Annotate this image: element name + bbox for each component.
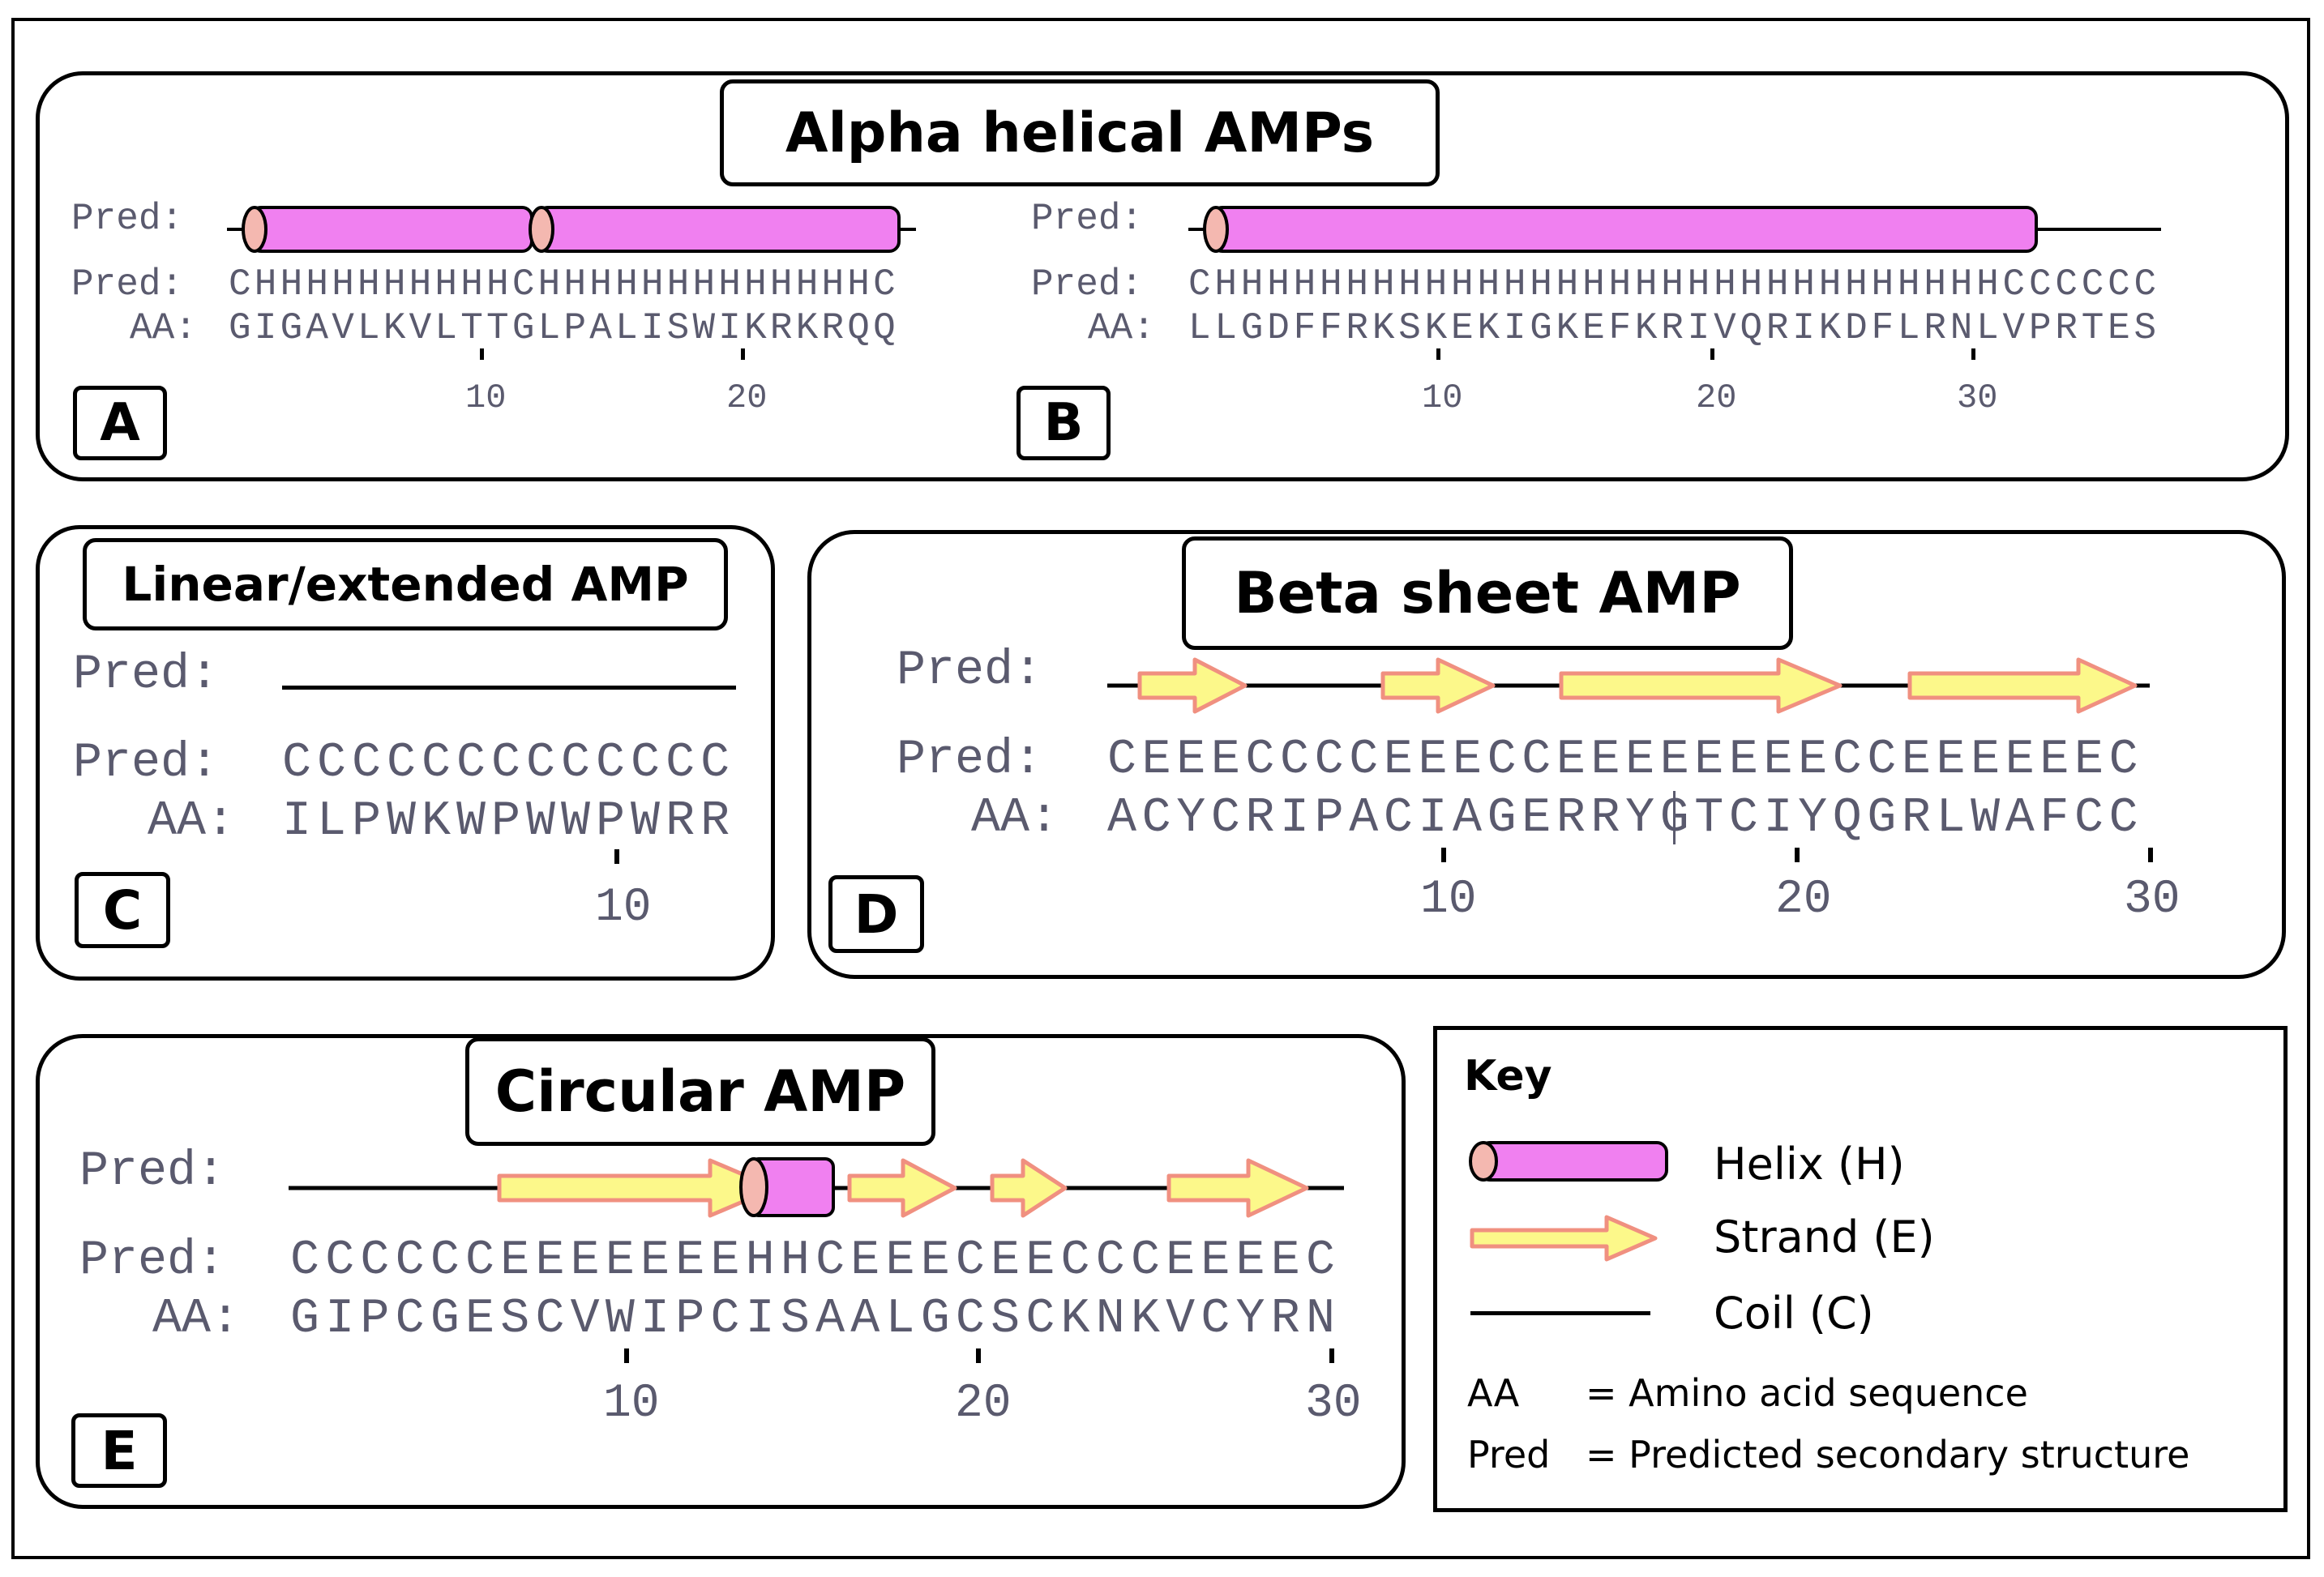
pred-sequence-a: CHHHHHHHHHHCHHHHHHHHHHHHHC: [229, 263, 899, 306]
pred-sequence-b: CHHHHHHHHHHHHHHHHHHHHHHHHHHHHHHCCCCCC: [1188, 263, 2160, 306]
key-title: Key: [1464, 1052, 1552, 1100]
structure-track-b: [1188, 206, 2161, 253]
helix-cap: [242, 206, 267, 253]
helix-cap: [1203, 206, 1229, 253]
key-aa-definition: = Amino acid sequence: [1586, 1371, 2028, 1415]
aa-label-a: AA:: [130, 307, 197, 349]
key-helix-symbol: [1469, 1141, 1668, 1182]
helix-segment: [1211, 206, 2038, 253]
tick-label-b-20: 20: [1696, 378, 1737, 417]
tick-label-d-20: 20: [1775, 874, 1832, 926]
tick-mark: [741, 348, 745, 360]
tick-mark: [1795, 848, 1800, 862]
figure-frame: [11, 18, 2310, 1559]
pred-sequence-c: CCCCCCCCCCCCC: [282, 736, 736, 791]
aa-sequence-e: GIPCGESCVWIPCISAALGCSCKNKVCYRN: [290, 1292, 1342, 1347]
tick-mark: [624, 1348, 629, 1363]
pred-seq-label-b: Pred:: [1031, 263, 1144, 306]
structure-track-e: [289, 1157, 1344, 1218]
key-pred-definition: = Predicted secondary structure: [1586, 1433, 2190, 1477]
panel-letter-c: C: [75, 872, 170, 948]
strand-arrow: [990, 1158, 1068, 1218]
tick-label-b-10: 10: [1422, 378, 1463, 417]
tick-label-a-20: 20: [726, 378, 768, 417]
tick-label-d-10: 10: [1420, 874, 1477, 926]
pred-track-label-c: Pred:: [73, 647, 220, 703]
key-box: [1433, 1026, 2288, 1512]
tick-label-a-10: 10: [465, 378, 507, 417]
helix-cap: [529, 206, 554, 253]
pred-seq-label-d: Pred:: [897, 733, 1043, 788]
strand-arrow: [847, 1158, 957, 1218]
sequence-cursor: [1673, 791, 1676, 844]
aa-sequence-d: ACYCRIPACIAGERRYGTCIYQGRLWAFCC: [1107, 791, 2144, 846]
helix-segment: [250, 206, 533, 253]
pred-sequence-e: CCCCCCEEEEEEEHHCEEECEECCCEEEEC: [290, 1233, 1342, 1289]
pred-seq-label-e: Pred:: [79, 1233, 226, 1289]
strand-arrow: [1166, 1158, 1309, 1218]
aa-sequence-b: LLGDFFRKSKEKIGKEFKRIVQRIKDFLRNLVPRTES: [1188, 307, 2160, 349]
strand-arrow: [1559, 657, 1843, 714]
tick-label-b-30: 30: [1957, 378, 1998, 417]
tick-mark: [1329, 1348, 1334, 1363]
panel-letter-d: D: [828, 875, 924, 953]
panel-title-linear-extended: Linear/extended AMP: [83, 538, 728, 630]
pred-track-label-b: Pred:: [1031, 198, 1144, 240]
strand-arrow: [1380, 657, 1496, 714]
key-pred-abbr: Pred: [1467, 1433, 1551, 1477]
panel-title-alpha-helical: Alpha helical AMPs: [720, 79, 1440, 186]
aa-label-d: AA:: [971, 791, 1059, 846]
structure-track-a: [227, 206, 916, 253]
key-coil-label: Coil (C): [1714, 1288, 1874, 1339]
aa-sequence-c: ILPWKWPWWPWRR: [282, 794, 736, 849]
key-coil-symbol: [1470, 1311, 1650, 1315]
aa-sequence-a: GIGAVLKVLTTGLPALISWIKRKRQQ: [229, 307, 899, 349]
panel-letter-e: E: [71, 1413, 167, 1488]
key-helix-label: Helix (H): [1714, 1139, 1905, 1190]
helix-segment: [537, 206, 901, 253]
pred-track-label-a: Pred:: [71, 198, 184, 240]
strand-arrow: [1907, 657, 2138, 714]
tick-mark: [1971, 348, 1975, 360]
structure-track-d: [1107, 657, 2150, 714]
tick-mark: [2148, 848, 2153, 862]
tick-mark: [1436, 348, 1440, 360]
coil-segment: [282, 686, 736, 690]
tick-label-d-30: 30: [2124, 874, 2181, 926]
tick-label-e-20: 20: [955, 1378, 1012, 1430]
tick-mark: [614, 849, 619, 864]
aa-label-b: AA:: [1088, 307, 1155, 349]
aa-label-e: AA:: [152, 1292, 241, 1347]
tick-mark: [1710, 348, 1714, 360]
tick-label-e-30: 30: [1305, 1378, 1362, 1430]
pred-seq-label-c: Pred:: [73, 736, 220, 791]
key-aa-abbr: AA: [1467, 1371, 1520, 1415]
tick-label-e-10: 10: [603, 1378, 660, 1430]
tick-mark: [976, 1348, 981, 1363]
panel-title-circular: Circular AMP: [465, 1037, 935, 1146]
tick-mark: [480, 348, 484, 360]
pred-seq-label-a: Pred:: [71, 263, 184, 306]
strand-arrow: [1137, 657, 1248, 714]
key-strand-symbol: [1470, 1215, 1658, 1262]
pred-sequence-d: CEEECCCCEEECCEEEEEEEECCEEEEEEC: [1107, 733, 2144, 788]
tick-mark: [1441, 848, 1446, 862]
panel-letter-a: A: [73, 386, 167, 460]
helix-cap: [739, 1157, 768, 1217]
pred-track-label-e: Pred:: [79, 1144, 226, 1199]
tick-label-c-10: 10: [595, 882, 652, 934]
strand-arrow: [497, 1158, 777, 1218]
panel-title-beta-sheet: Beta sheet AMP: [1182, 536, 1793, 650]
pred-track-label-d: Pred:: [897, 643, 1043, 699]
key-strand-label: Strand (E): [1714, 1212, 1935, 1263]
aa-label-c: AA:: [148, 794, 236, 849]
panel-letter-b: B: [1016, 386, 1111, 460]
